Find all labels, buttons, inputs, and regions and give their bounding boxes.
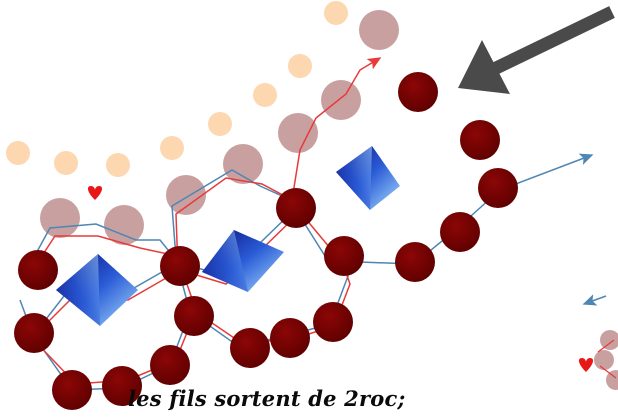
diagram-caption: les fils sortent de 2roc; — [128, 386, 406, 411]
faded-bead-row — [40, 10, 399, 245]
heart-icon — [578, 358, 594, 372]
heart-icon — [87, 186, 103, 200]
crystal-bead-1 — [56, 254, 138, 326]
partial-bead-cluster — [594, 330, 618, 390]
crystal-bead-3 — [336, 146, 400, 210]
light-bead-row — [6, 1, 348, 177]
crystal-bead-2 — [202, 230, 284, 292]
dark-bead-row — [14, 72, 518, 410]
arrow-icon — [458, 6, 615, 94]
